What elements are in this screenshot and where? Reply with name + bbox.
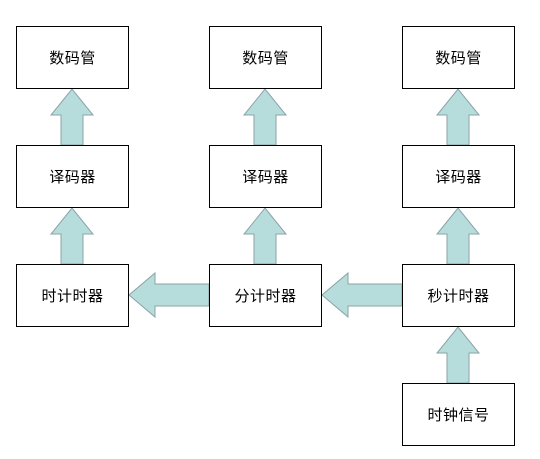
minute-counter-label: 分计时器 [234,287,297,305]
decoder-hour-box: 译码器 [16,145,129,208]
display-minute-box: 数码管 [209,26,322,89]
second-counter-box: 秒计时器 [402,264,515,327]
arrow-clock-to-second-counter [435,326,481,384]
display-hour-label: 数码管 [49,49,96,67]
display-minute-label: 数码管 [242,49,289,67]
arrow-second-to-minute-counter [321,271,403,319]
arrow-decoder-to-display-second [435,88,481,146]
clock-signal-label: 时钟信号 [427,406,490,424]
display-hour-box: 数码管 [16,26,129,89]
hour-counter-box: 时计时器 [16,264,129,327]
display-second-label: 数码管 [435,49,482,67]
arrow-decoder-to-display-hour [49,88,95,146]
decoder-second-label: 译码器 [435,168,482,186]
decoder-second-box: 译码器 [402,145,515,208]
arrow-counter-to-decoder-second [435,207,481,265]
decoder-minute-label: 译码器 [242,168,289,186]
minute-counter-box: 分计时器 [209,264,322,327]
display-second-box: 数码管 [402,26,515,89]
second-counter-label: 秒计时器 [427,287,490,305]
decoder-hour-label: 译码器 [49,168,96,186]
arrow-decoder-to-display-minute [242,88,288,146]
arrow-minute-to-hour-counter [128,271,210,319]
arrow-counter-to-decoder-minute [242,207,288,265]
clock-signal-box: 时钟信号 [402,383,515,446]
arrow-counter-to-decoder-hour [49,207,95,265]
hour-counter-label: 时计时器 [41,287,104,305]
decoder-minute-box: 译码器 [209,145,322,208]
